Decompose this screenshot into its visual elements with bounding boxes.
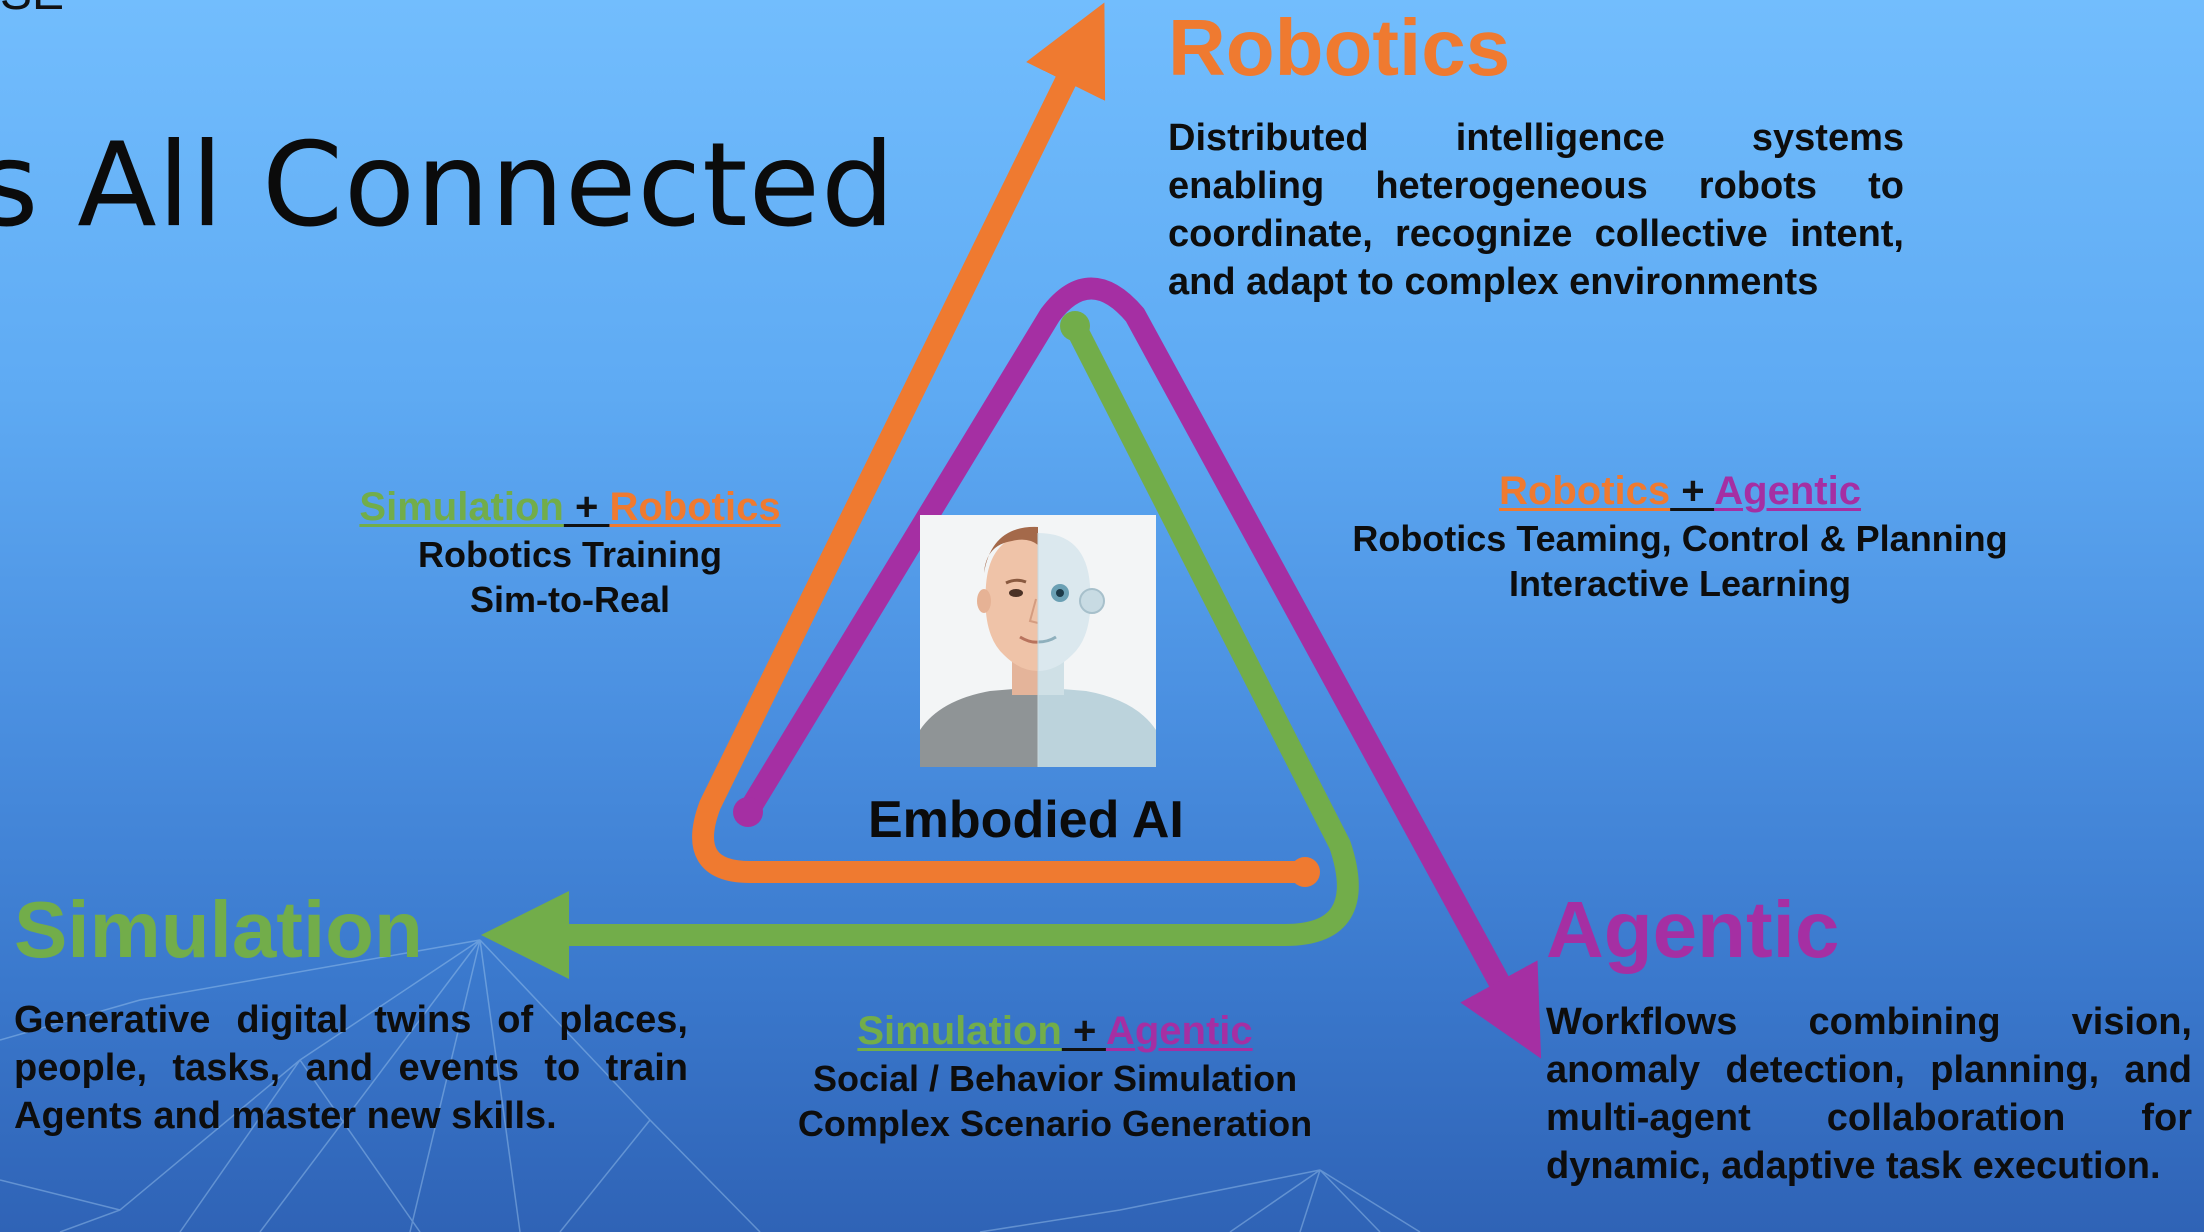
combo-sim-robotics-line1: Robotics Training: [417, 534, 722, 575]
agentic-title: Agentic: [1546, 885, 1840, 974]
robotics-arrow: [692, 2, 1316, 883]
human-robot-face-icon: [920, 515, 1156, 767]
agentic-arrow: [737, 277, 1542, 1059]
combo-robotics-agentic-b: Agentic: [1714, 469, 1861, 513]
combo-sim-agentic-b: Agentic: [1105, 1009, 1253, 1053]
simulation-arrow-start-dot: [1060, 311, 1090, 341]
simulation-title: Simulation: [14, 885, 423, 974]
simulation-arrow: [481, 315, 1359, 979]
combo-sim-agentic: Simulation + Agentic Social / Behavior S…: [760, 1006, 1350, 1146]
simulation-description: Generative digital twins of places, peop…: [14, 999, 688, 1137]
page-title: s All Connected: [0, 118, 896, 253]
combo-sim-robotics: Simulation + Robotics Robotics Training …: [330, 482, 810, 622]
robotics-title: Robotics: [1168, 3, 1511, 92]
combo-sim-agentic-line1: Social / Behavior Simulation: [812, 1058, 1298, 1099]
combo-sim-robotics-line2: Sim-to-Real: [469, 579, 671, 620]
agentic-description: Workflows combining vision, anomaly dete…: [1546, 1001, 2192, 1187]
combo-robotics-agentic-plus: +: [1670, 469, 1715, 513]
combo-sim-agentic-a: Simulation: [857, 1009, 1062, 1053]
combo-robotics-agentic-line1: Robotics Teaming, Control & Planning: [1352, 518, 2008, 559]
robotics-description: Distributed intelligence systems enablin…: [1168, 117, 1904, 303]
combo-robotics-agentic-line2: Interactive Learning: [1508, 563, 1852, 604]
combo-robotics-agentic-a: Robotics: [1499, 469, 1671, 513]
combo-robotics-agentic: Robotics + Agentic Robotics Teaming, Con…: [1310, 466, 2050, 606]
combo-sim-robotics-a: Simulation: [359, 485, 564, 529]
combo-sim-robotics-plus: +: [563, 485, 610, 529]
network-mesh: [0, 939, 1421, 1232]
header-fragment: SE: [0, 0, 64, 21]
combo-sim-agentic-plus: +: [1061, 1009, 1106, 1053]
robotics-arrow-start-dot: [1290, 857, 1320, 887]
combo-sim-robotics-b: Robotics: [609, 485, 781, 529]
agentic-arrow-start-dot: [733, 797, 763, 827]
combo-sim-agentic-line2: Complex Scenario Generation: [797, 1103, 1313, 1144]
center-label: Embodied AI: [868, 791, 1184, 849]
